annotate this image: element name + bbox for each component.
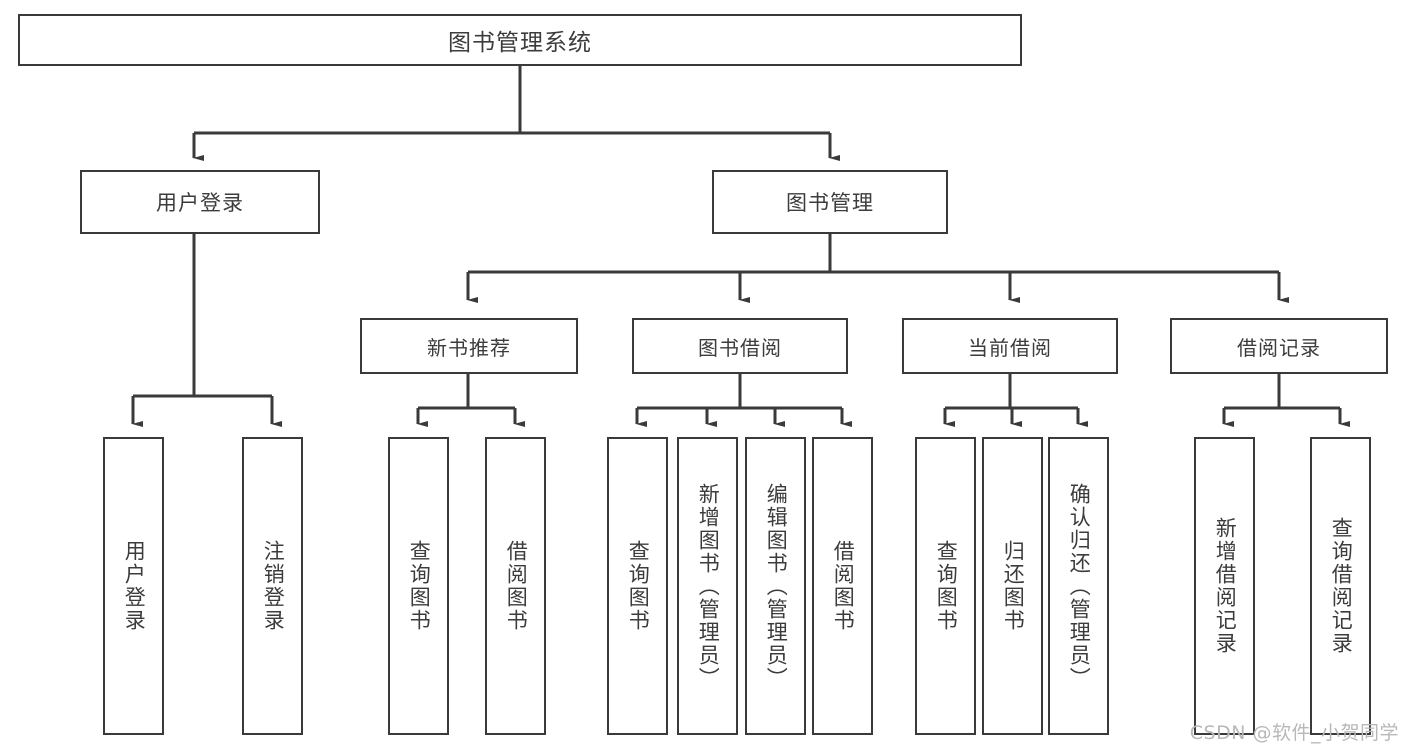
node-root[interactable]: 图书管理系统 [18, 14, 1022, 66]
node-current-borrow[interactable]: 当前借阅 [902, 318, 1118, 374]
leaf-user-login-signout[interactable]: 注销登录 [242, 437, 303, 735]
leaf-borrow-borrow-book[interactable]: 借阅图书 [812, 437, 873, 735]
leaf-label: 编辑图书（管理员） [764, 482, 789, 690]
leaf-current-return-book[interactable]: 归还图书 [982, 437, 1043, 735]
node-borrow-record-label: 借阅记录 [1237, 335, 1321, 360]
node-book-management[interactable]: 图书管理 [712, 170, 948, 234]
leaf-label: 新增借阅记录 [1213, 517, 1238, 655]
leaf-borrow-query-book[interactable]: 查询图书 [607, 437, 668, 735]
leaf-label: 用户登录 [122, 540, 147, 632]
csdn-watermark: CSDN @软件_小贺同学 [1189, 722, 1399, 744]
node-book-borrow[interactable]: 图书借阅 [632, 318, 848, 374]
leaf-current-query-book[interactable]: 查询图书 [915, 437, 976, 735]
leaf-record-query-record[interactable]: 查询借阅记录 [1310, 437, 1371, 735]
leaf-current-confirm-return[interactable]: 确认归还（管理员） [1048, 437, 1109, 735]
node-book-borrow-label: 图书借阅 [698, 335, 782, 360]
node-current-borrow-label: 当前借阅 [968, 335, 1052, 360]
leaf-recommend-borrow-book[interactable]: 借阅图书 [485, 437, 546, 735]
node-user-login-label: 用户登录 [156, 191, 244, 215]
leaf-label: 查询借阅记录 [1329, 517, 1354, 655]
leaf-label: 新增图书（管理员） [696, 482, 721, 690]
leaf-label: 查询图书 [934, 540, 959, 632]
node-borrow-record[interactable]: 借阅记录 [1170, 318, 1388, 374]
node-user-login[interactable]: 用户登录 [80, 170, 320, 234]
leaf-recommend-query-book[interactable]: 查询图书 [388, 437, 449, 735]
leaf-borrow-edit-book[interactable]: 编辑图书（管理员） [745, 437, 806, 735]
node-book-management-label: 图书管理 [786, 191, 874, 215]
node-root-label: 图书管理系统 [448, 30, 592, 56]
node-new-book-recommend-label: 新书推荐 [427, 335, 511, 360]
leaf-label: 借阅图书 [831, 540, 856, 632]
leaf-label: 归还图书 [1001, 540, 1026, 632]
leaf-record-add-record[interactable]: 新增借阅记录 [1194, 437, 1255, 735]
leaf-label: 查询图书 [407, 540, 432, 632]
leaf-user-login-signin[interactable]: 用户登录 [103, 437, 164, 735]
leaf-label: 确认归还（管理员） [1067, 482, 1092, 690]
leaf-label: 借阅图书 [504, 540, 529, 632]
node-new-book-recommend[interactable]: 新书推荐 [360, 318, 578, 374]
leaf-label: 注销登录 [261, 540, 286, 632]
leaf-label: 查询图书 [626, 540, 651, 632]
leaf-borrow-add-book[interactable]: 新增图书（管理员） [677, 437, 738, 735]
